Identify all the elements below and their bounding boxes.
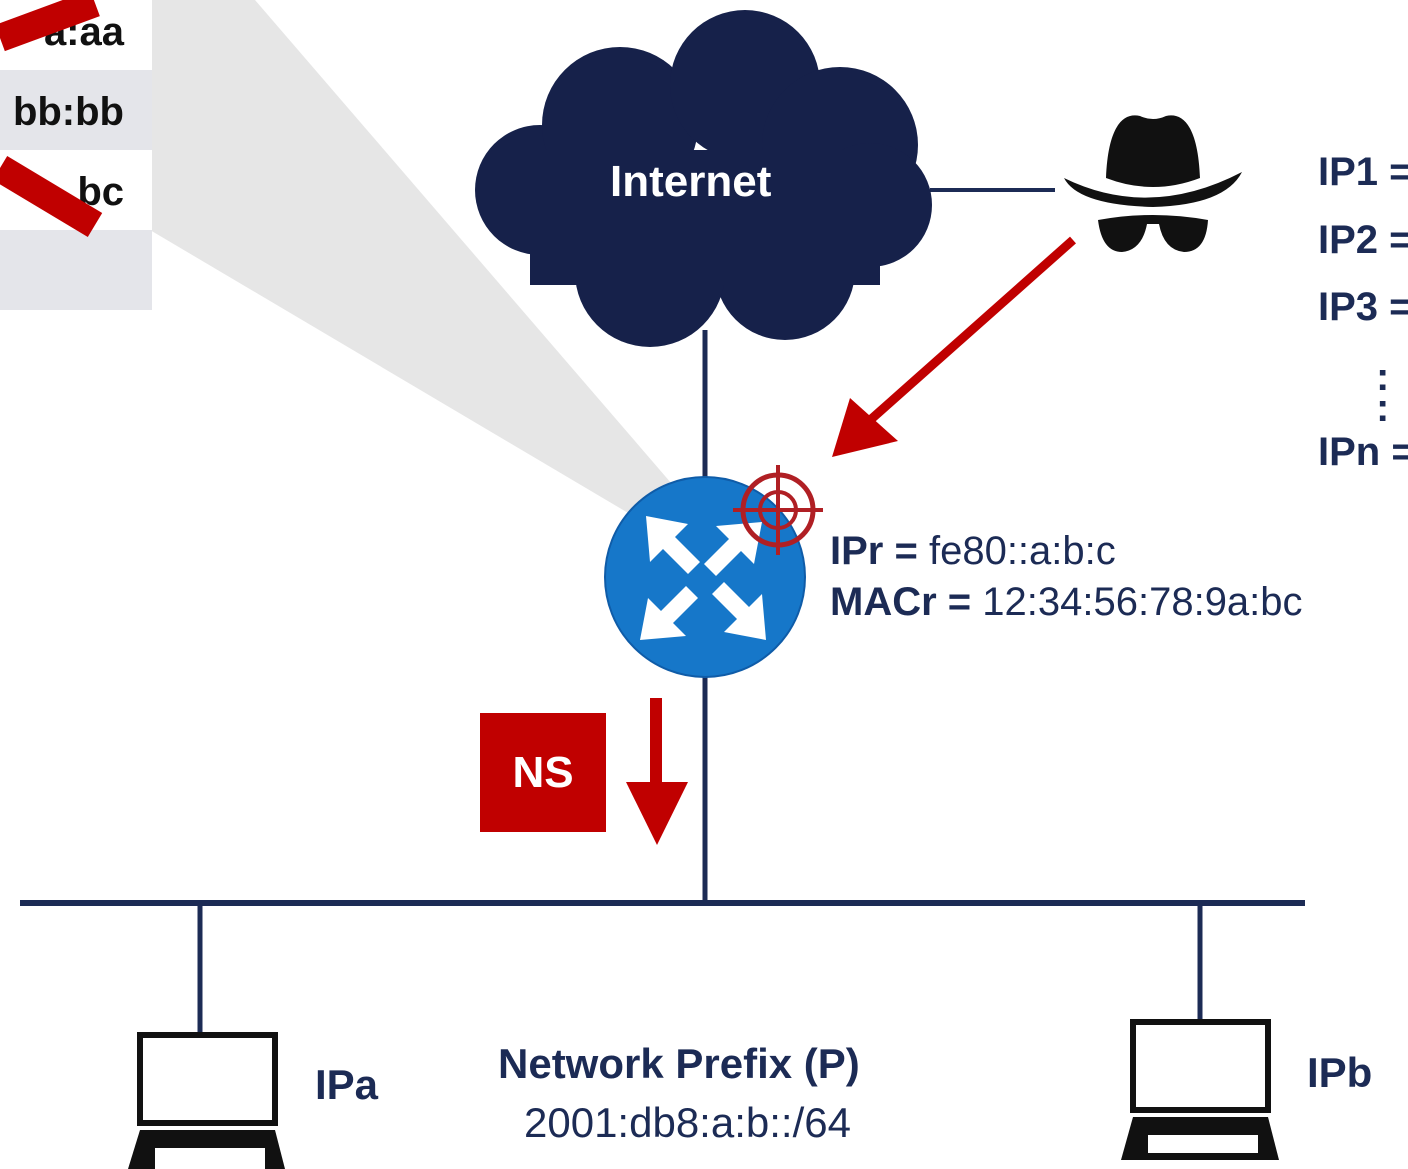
- router-ip-value: fe80::a:b:c: [928, 529, 1116, 573]
- router-icon: [604, 476, 806, 678]
- cache-entry: bb:bb: [12, 90, 124, 134]
- attacker-address-2: IP2 =: [1318, 218, 1408, 262]
- router-mac-line: MACr = 12:34:56:78:9a:bc: [830, 582, 1303, 622]
- host-a-label: IPa: [315, 1061, 379, 1108]
- attacker-address-ellipsis: :: [1376, 386, 1390, 430]
- neighbor-cache-table: a:aa bb:bb bc: [0, 0, 152, 310]
- internet-label: Internet: [610, 157, 772, 206]
- internet-cloud-icon: [475, 10, 932, 347]
- strike-mark: [0, 0, 100, 52]
- ns-message-box: NS: [480, 713, 606, 832]
- ns-down-arrow: [626, 698, 688, 845]
- router-ip-key: IPr =: [830, 529, 918, 573]
- laptop-b-icon: [1121, 1019, 1279, 1160]
- ns-label: NS: [512, 747, 574, 797]
- router-mac-key: MACr =: [830, 580, 972, 624]
- network-prefix-value: 2001:db8:a:b::/64: [524, 1099, 851, 1146]
- router-ip-line: IPr = fe80::a:b:c: [830, 531, 1116, 571]
- attacker-address-n: IPn =: [1318, 430, 1408, 474]
- network-prefix-title: Network Prefix (P): [498, 1040, 860, 1087]
- cache-row: [0, 230, 152, 310]
- laptop-a-icon: [128, 1032, 285, 1169]
- callout-wedge: [150, 0, 690, 520]
- attacker-address-ellipsis: :: [1376, 355, 1390, 399]
- attacker-address-1: IP1 =: [1318, 150, 1408, 194]
- cache-row: bb:bb: [0, 70, 152, 150]
- host-b-label: IPb: [1307, 1049, 1373, 1096]
- router-mac-value: 12:34:56:78:9a:bc: [982, 580, 1303, 624]
- attack-arrow: [832, 236, 1076, 457]
- strike-marks: [0, 0, 103, 238]
- attacker-address-3: IP3 =: [1318, 285, 1408, 329]
- target-crosshair-icon: [733, 465, 823, 555]
- hacker-icon: [1064, 115, 1242, 252]
- strike-mark: [0, 155, 103, 238]
